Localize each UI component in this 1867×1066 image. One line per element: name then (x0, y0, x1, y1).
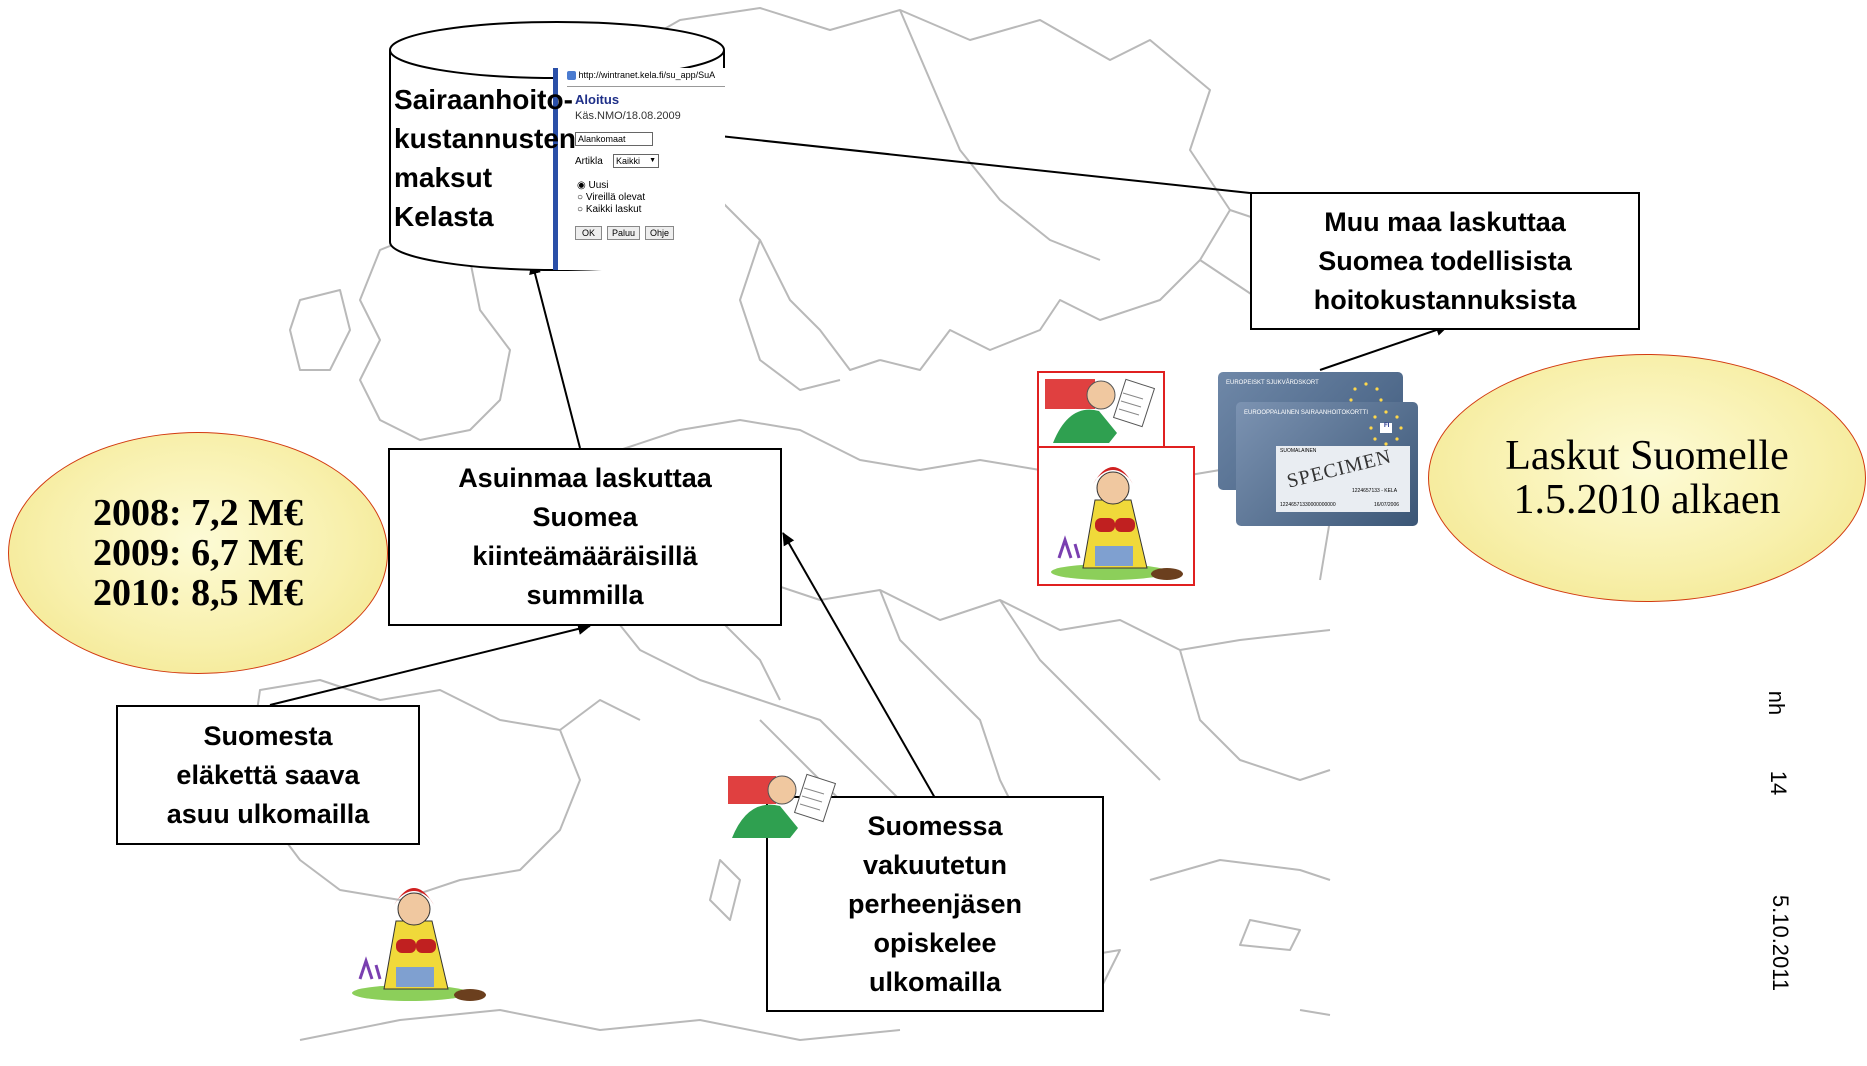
footer-page-number: 14 (1766, 770, 1792, 796)
arrow-student-to-residence (782, 532, 936, 799)
grandmother-image-iberia (340, 865, 494, 1005)
amounts-ellipse: 2008: 7,2 M€ 2009: 6,7 M€ 2010: 8,5 M€ (8, 432, 388, 674)
reading-student-image-south (722, 768, 842, 842)
screen-subline: Käs.NMO/18.08.2009 (575, 110, 681, 122)
footer-initials: nh (1764, 690, 1790, 716)
radio-vireilla[interactable]: ○ Vireillä olevat (577, 192, 646, 203)
country-select[interactable]: Alankomaat (578, 134, 626, 144)
arrow-pensioner-to-residence (269, 623, 591, 706)
grandmother-image-finland (1037, 446, 1195, 586)
other-country-box: Muu maa laskuttaa Suomea todellisista ho… (1250, 192, 1640, 330)
artikla-select[interactable]: Kaikki (616, 156, 641, 166)
footer-date: 5.10.2011 (1768, 894, 1794, 992)
dropdown-arrow-icon: ▼ (649, 157, 656, 164)
browser-icon (567, 71, 576, 81)
screen-heading: Aloitus (575, 92, 620, 107)
card-front: EUROOPPALAINEN SAIRAANHOITOKORTTI FI SUO… (1236, 402, 1418, 526)
kela-app-screenshot: http://wintranet.kela.fi/su_app/SuA Aloi… (553, 68, 725, 270)
ok-button[interactable]: OK (575, 226, 603, 240)
database-cylinder: http://wintranet.kela.fi/su_app/SuA Aloi… (388, 20, 726, 275)
radio-kaikki[interactable]: ○ Kaikki laskut (577, 204, 642, 215)
residence-country-box: Asuinmaa laskuttaa Suomea kiinteämääräis… (388, 448, 782, 626)
arrow-residence-to-database (529, 261, 581, 449)
reading-student-image (1037, 371, 1165, 449)
eu-stars-icon (1369, 410, 1403, 446)
health-insurance-cards: EUROPEISKT SJUKVÅRDSKORT EUROOPPALAINEN … (1218, 372, 1418, 532)
artikla-label: Artikla (575, 156, 603, 167)
arrow-other-country-to-database (672, 126, 1251, 194)
database-label: Sairaanhoito- kustannusten maksut Kelast… (394, 84, 577, 232)
arrow-cards-to-other-country (1319, 324, 1449, 371)
student-box: Suomessa vakuutetun perheenjäsen opiskel… (766, 796, 1104, 1012)
invoices-ellipse: Laskut Suomelle 1.5.2010 alkaen (1428, 354, 1866, 602)
pensioner-box: Suomesta eläkettä saava asuu ulkomailla (116, 705, 420, 845)
radio-uusi[interactable]: ◉ Uusi (577, 180, 609, 191)
screen-url: http://wintranet.kela.fi/su_app/SuA (578, 70, 716, 80)
ohje-button[interactable]: Ohje (645, 226, 675, 240)
paluu-button[interactable]: Paluu (607, 226, 641, 240)
